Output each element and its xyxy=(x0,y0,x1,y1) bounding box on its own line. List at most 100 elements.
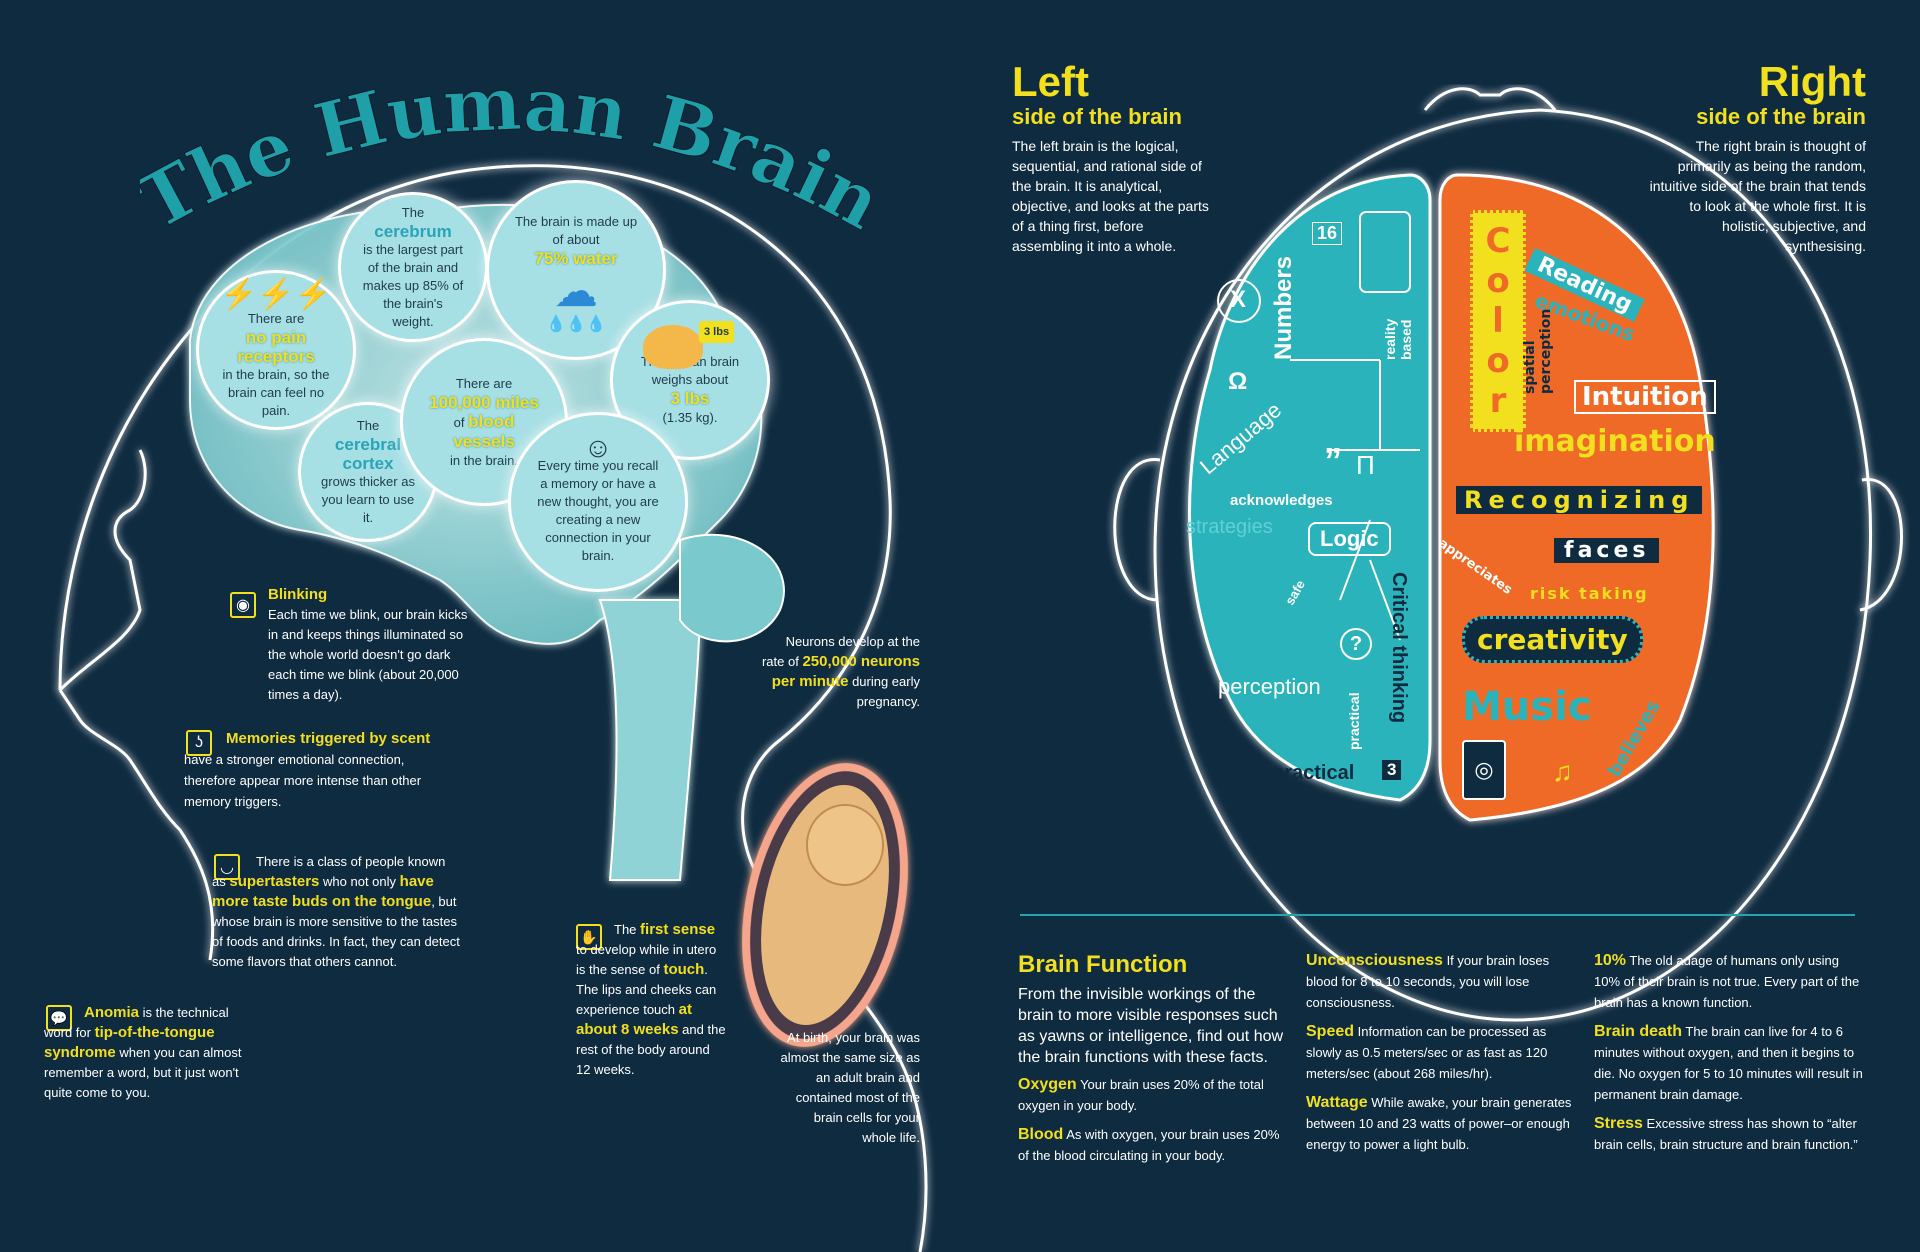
fact-birth: At birth, your brain was almost the same… xyxy=(780,1028,920,1148)
svg-text:The Human Brain: The Human Brain xyxy=(140,61,880,230)
bf-item-body: As with oxygen, your brain uses 20% of t… xyxy=(1018,1127,1280,1163)
left-title: Left xyxy=(1012,58,1089,105)
bubble-text: There are xyxy=(455,375,513,391)
left-word-quote: ” xyxy=(1324,440,1342,481)
music-note-icon: ♫ xyxy=(1552,756,1573,787)
fact-highlight: supertasters xyxy=(229,873,320,890)
bf-item-title: 10% xyxy=(1594,952,1627,969)
fact-anomia: Anomia is the technical word for tip-of-… xyxy=(44,1003,244,1103)
right-word-intuition: Intuition xyxy=(1574,380,1716,414)
bf-item-oxygen: Oxygen Your brain uses 20% of the total … xyxy=(1018,1074,1288,1116)
fact-highlight: 250,000 neurons per minute xyxy=(771,653,920,690)
left-word-reality-based: reality based xyxy=(1382,318,1414,360)
bf-item-body: Information can be processed as slowly a… xyxy=(1306,1024,1548,1081)
left-word-pi: Π xyxy=(1356,450,1375,480)
left-word-omega: Ω xyxy=(1228,368,1248,395)
face-icon: ☺ xyxy=(583,432,613,463)
bubble-highlight: 100,000 miles xyxy=(429,392,539,412)
lightning-icon: ⚡⚡⚡ xyxy=(219,278,333,311)
nose-icon: ʖ xyxy=(186,730,212,756)
speaker-icon: ◎ xyxy=(1462,740,1506,800)
right-word-imagination: imagination xyxy=(1514,424,1716,459)
bubble-text: Every time you recall a memory or have a… xyxy=(537,458,659,563)
bf-item-wattage: Wattage While awake, your brain generate… xyxy=(1306,1092,1576,1155)
fact-first-sense: The first sense to develop while in uter… xyxy=(576,920,726,1080)
fact-title: Anomia xyxy=(84,1004,140,1021)
bf-item-brain-death: Brain death The brain can live for 4 to … xyxy=(1594,1021,1868,1105)
fact-text: to develop while in utero is the sense o… xyxy=(576,942,717,977)
bubble-text: (1.35 kg). xyxy=(662,410,718,425)
title-text: The Human Brain xyxy=(125,60,896,247)
bf-item-ten-percent: 10% The old adage of humans only using 1… xyxy=(1594,950,1868,1013)
bubble-pain-receptors: ⚡⚡⚡ There are no pain receptors in the b… xyxy=(196,270,356,430)
fact-neurons: Neurons develop at the rate of 250,000 n… xyxy=(760,632,920,712)
bf-item-body: If your brain loses blood for 8 to 10 se… xyxy=(1306,953,1550,1010)
right-word-spatial-perception: spatial perception xyxy=(1522,308,1554,394)
bubble-cerebrum: The cerebrum is the largest part of the … xyxy=(338,192,488,342)
bubble-highlight: 3 lbs xyxy=(670,389,710,408)
left-word-16: 16 xyxy=(1312,222,1343,245)
left-subtitle: side of the brain xyxy=(1012,104,1182,129)
fact-title: Memories triggered by scent xyxy=(226,730,431,747)
brain-function-intro: From the invisible workings of the brain… xyxy=(1018,986,1284,1066)
left-word-logic: Logic xyxy=(1308,522,1391,556)
fact-highlight: tip-of-the-tongue syndrome xyxy=(44,1024,215,1061)
right-word-risk-taking: risk taking xyxy=(1530,584,1649,603)
fact-highlight: have more taste buds on the tongue xyxy=(212,873,434,910)
bubble-text: in the brain. xyxy=(450,452,518,468)
title-arc: The Human Brain xyxy=(125,60,896,247)
right-body: The right brain is thought of primarily … xyxy=(1649,138,1866,254)
bubble-text: There are xyxy=(247,311,305,326)
bf-item-title: Unconsciousness xyxy=(1306,952,1443,969)
right-side-header: Right side of the brain The right brain … xyxy=(1640,60,1866,256)
bubble-text: in the brain, so the brain can feel no p… xyxy=(222,367,330,418)
bf-item-title: Brain death xyxy=(1594,1023,1683,1040)
raincloud-icon: ☁ xyxy=(554,267,598,316)
fact-text: . The lips and cheeks can experience tou… xyxy=(576,962,717,1017)
right-subtitle: side of the brain xyxy=(1696,104,1866,129)
fact-text: There is a class of people known as xyxy=(212,854,446,889)
fact-text: Neurons develop at the rate of xyxy=(761,634,920,669)
brain-icon xyxy=(643,325,703,369)
bf-item-body: Your brain uses 20% of the total oxygen … xyxy=(1018,1077,1264,1113)
fact-body: have a stronger emotional connection, th… xyxy=(184,752,422,809)
left-word-3: 3 xyxy=(1382,760,1402,780)
weight-tag: 3 lbs xyxy=(699,321,735,343)
bubble-text: grows thicker as you learn to use it. xyxy=(321,474,415,525)
bf-item-title: Stress xyxy=(1594,1115,1643,1132)
bf-item-stress: Stress Excessive stress has shown to “al… xyxy=(1594,1113,1868,1155)
brain-function-col2: Unconsciousness If your brain loses bloo… xyxy=(1306,950,1576,1155)
left-word-perception: perception xyxy=(1218,674,1321,699)
fact-text: is the technical word for xyxy=(44,1005,229,1040)
bubble-text: of xyxy=(453,414,465,430)
right-word-recognizing: Recognizing xyxy=(1456,486,1703,514)
left-word-question: ? xyxy=(1340,628,1372,660)
left-word-acknowledges: acknowledges xyxy=(1230,492,1333,509)
bf-item-speed: Speed Information can be processed as sl… xyxy=(1306,1021,1576,1084)
fact-text: during early pregnancy. xyxy=(852,674,920,709)
fact-text: The xyxy=(614,922,637,937)
bubble-highlight: cerebrum xyxy=(374,221,452,241)
fact-text: , but whose brain is more sensitive to t… xyxy=(212,894,460,969)
page-title: The Human Brain xyxy=(125,60,896,247)
bubble-text: The xyxy=(401,204,425,220)
bf-item-body: The old adage of humans only using 10% o… xyxy=(1594,953,1860,1010)
raindrops-icon: 💧💧💧 xyxy=(546,316,606,333)
bubble-text: The brain is made up of about xyxy=(514,214,638,247)
fact-blinking: Blinking Each time we blink, our brain k… xyxy=(268,584,468,705)
left-word-numbers: Numbers xyxy=(1270,255,1297,360)
right-title: Right xyxy=(1758,58,1866,105)
left-body: The left brain is the logical, sequentia… xyxy=(1012,138,1209,254)
bf-item-title: Speed xyxy=(1306,1023,1355,1040)
fact-body: Each time we blink, our brain kicks in a… xyxy=(268,607,468,702)
fact-text: At birth, your brain was almost the same… xyxy=(780,1030,920,1145)
bf-item-title: Oxygen xyxy=(1018,1076,1077,1093)
eye-icon: ◉ xyxy=(230,592,256,618)
bf-item-title: Wattage xyxy=(1306,1094,1368,1111)
brain-function-col1: Brain Function From the invisible workin… xyxy=(1018,950,1288,1166)
fact-title: Blinking xyxy=(268,586,328,603)
bf-item-body: Excessive stress has shown to “alter bra… xyxy=(1594,1116,1858,1152)
bubble-highlight: no pain receptors xyxy=(237,328,315,366)
fact-highlight: at about 8 weeks xyxy=(576,1001,692,1038)
fact-text: who not only xyxy=(323,874,397,889)
